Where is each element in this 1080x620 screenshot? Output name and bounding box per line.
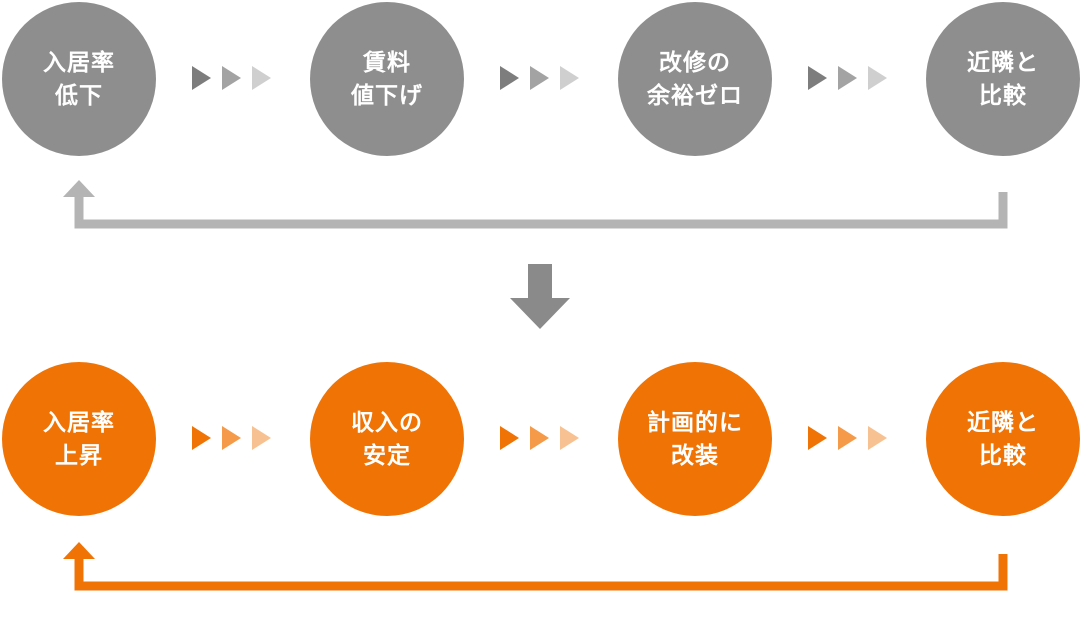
chevron-2 xyxy=(222,66,241,90)
chevron-2 xyxy=(530,66,549,90)
chevron-1 xyxy=(192,426,211,450)
loop-line xyxy=(74,554,1008,591)
down-arrow-icon xyxy=(510,264,570,329)
chevron-1 xyxy=(808,426,827,450)
chevron-3 xyxy=(252,426,271,450)
chevron-arrows-icon xyxy=(500,426,579,450)
chevron-1 xyxy=(808,66,827,90)
chevron-arrows-icon xyxy=(500,66,579,90)
node-label: 入居率 低下 xyxy=(43,50,115,109)
virtuous-cycle: 入居率 上昇 収入の 安定 計画的に 改装 近隣と 比較 xyxy=(0,332,1080,592)
cycle-node-4: 近隣と 比較 xyxy=(926,2,1080,156)
chevron-arrows-icon xyxy=(808,426,887,450)
chevron-2 xyxy=(222,426,241,450)
chevron-3 xyxy=(868,66,887,90)
cycle-node-1: 入居率 上昇 xyxy=(2,362,156,516)
loop-line xyxy=(74,192,1008,229)
chevron-3 xyxy=(868,426,887,450)
node-label: 計画的に 改装 xyxy=(647,410,743,469)
node-label: 収入の 安定 xyxy=(351,410,423,469)
chevron-1 xyxy=(500,426,519,450)
loop-arrowhead xyxy=(63,542,95,559)
vicious-cycle: 入居率 低下 賃料 値下げ 改修の 余裕ゼロ 近隣と 比較 xyxy=(0,0,1080,260)
chevron-2 xyxy=(530,426,549,450)
chevron-3 xyxy=(252,66,271,90)
chevron-arrows-icon xyxy=(192,426,271,450)
chevron-arrows-icon xyxy=(192,66,271,90)
chevron-1 xyxy=(192,66,211,90)
chevron-3 xyxy=(560,66,579,90)
cycle-node-4: 近隣と 比較 xyxy=(926,362,1080,516)
node-label: 近隣と 比較 xyxy=(967,50,1039,109)
cycle-node-3: 改修の 余裕ゼロ xyxy=(618,2,772,156)
return-loop-arrow-icon xyxy=(63,180,1008,229)
return-loop-arrow-icon xyxy=(63,542,1008,591)
loop-arrowhead xyxy=(63,180,95,197)
chevron-2 xyxy=(838,66,857,90)
node-label: 賃料 値下げ xyxy=(351,50,423,109)
chevron-arrows-icon xyxy=(808,66,887,90)
cycle-node-2: 収入の 安定 xyxy=(310,362,464,516)
cycle-node-1: 入居率 低下 xyxy=(2,2,156,156)
chevron-3 xyxy=(560,426,579,450)
cycle-node-3: 計画的に 改装 xyxy=(618,362,772,516)
chevron-1 xyxy=(500,66,519,90)
node-label: 改修の 余裕ゼロ xyxy=(647,50,743,109)
node-label: 近隣と 比較 xyxy=(967,410,1039,469)
flow-diagram: 入居率 低下 賃料 値下げ 改修の 余裕ゼロ 近隣と 比較 xyxy=(0,0,1080,592)
node-label: 入居率 上昇 xyxy=(43,410,115,469)
cycle-node-2: 賃料 値下げ xyxy=(310,2,464,156)
chevron-2 xyxy=(838,426,857,450)
